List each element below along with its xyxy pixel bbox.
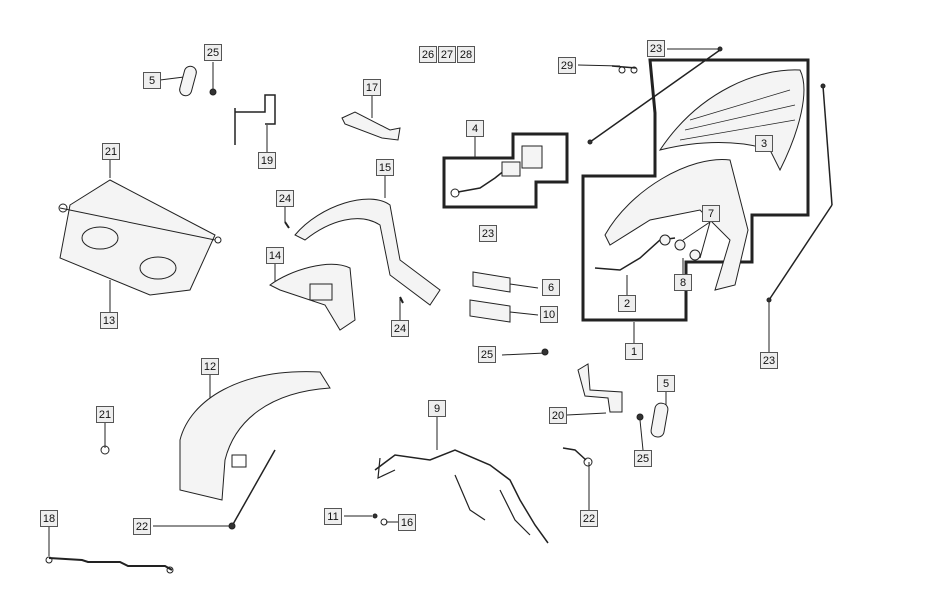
callout-18: 18	[40, 510, 58, 527]
callout-9: 9	[428, 400, 446, 417]
callout-1: 1	[625, 343, 643, 360]
callout-13: 13	[100, 312, 118, 329]
callout-2: 2	[618, 295, 636, 312]
callout-21-lower: 21	[96, 406, 114, 423]
callout-5-left: 5	[143, 72, 161, 89]
callout-23-right: 23	[760, 352, 778, 369]
callout-14: 14	[266, 247, 284, 264]
callout-10: 10	[540, 306, 558, 323]
callout-26: 26	[419, 46, 437, 63]
callout-22-left: 22	[133, 518, 151, 535]
callout-3: 3	[755, 135, 773, 152]
callout-5-right: 5	[657, 375, 675, 392]
callout-23-top: 23	[647, 40, 665, 57]
callout-20: 20	[549, 407, 567, 424]
callout-24-lower: 24	[391, 320, 409, 337]
callout-4: 4	[466, 120, 484, 137]
callout-23-center: 23	[479, 225, 497, 242]
callout-11: 11	[324, 508, 342, 525]
callout-16: 16	[398, 514, 416, 531]
callout-28: 28	[457, 46, 475, 63]
callout-29: 29	[558, 57, 576, 74]
callout-25-top: 25	[204, 44, 222, 61]
callout-6: 6	[542, 279, 560, 296]
callout-19: 19	[258, 152, 276, 169]
callout-12: 12	[201, 358, 219, 375]
callout-25-center: 25	[478, 346, 496, 363]
callout-25-right: 25	[634, 450, 652, 467]
callout-7: 7	[702, 205, 720, 222]
callout-24-upper: 24	[276, 190, 294, 207]
callout-8: 8	[674, 274, 692, 291]
callout-17: 17	[363, 79, 381, 96]
callout-22-right: 22	[580, 510, 598, 527]
callout-21-top: 21	[102, 143, 120, 160]
callout-27: 27	[438, 46, 456, 63]
callout-15: 15	[376, 159, 394, 176]
